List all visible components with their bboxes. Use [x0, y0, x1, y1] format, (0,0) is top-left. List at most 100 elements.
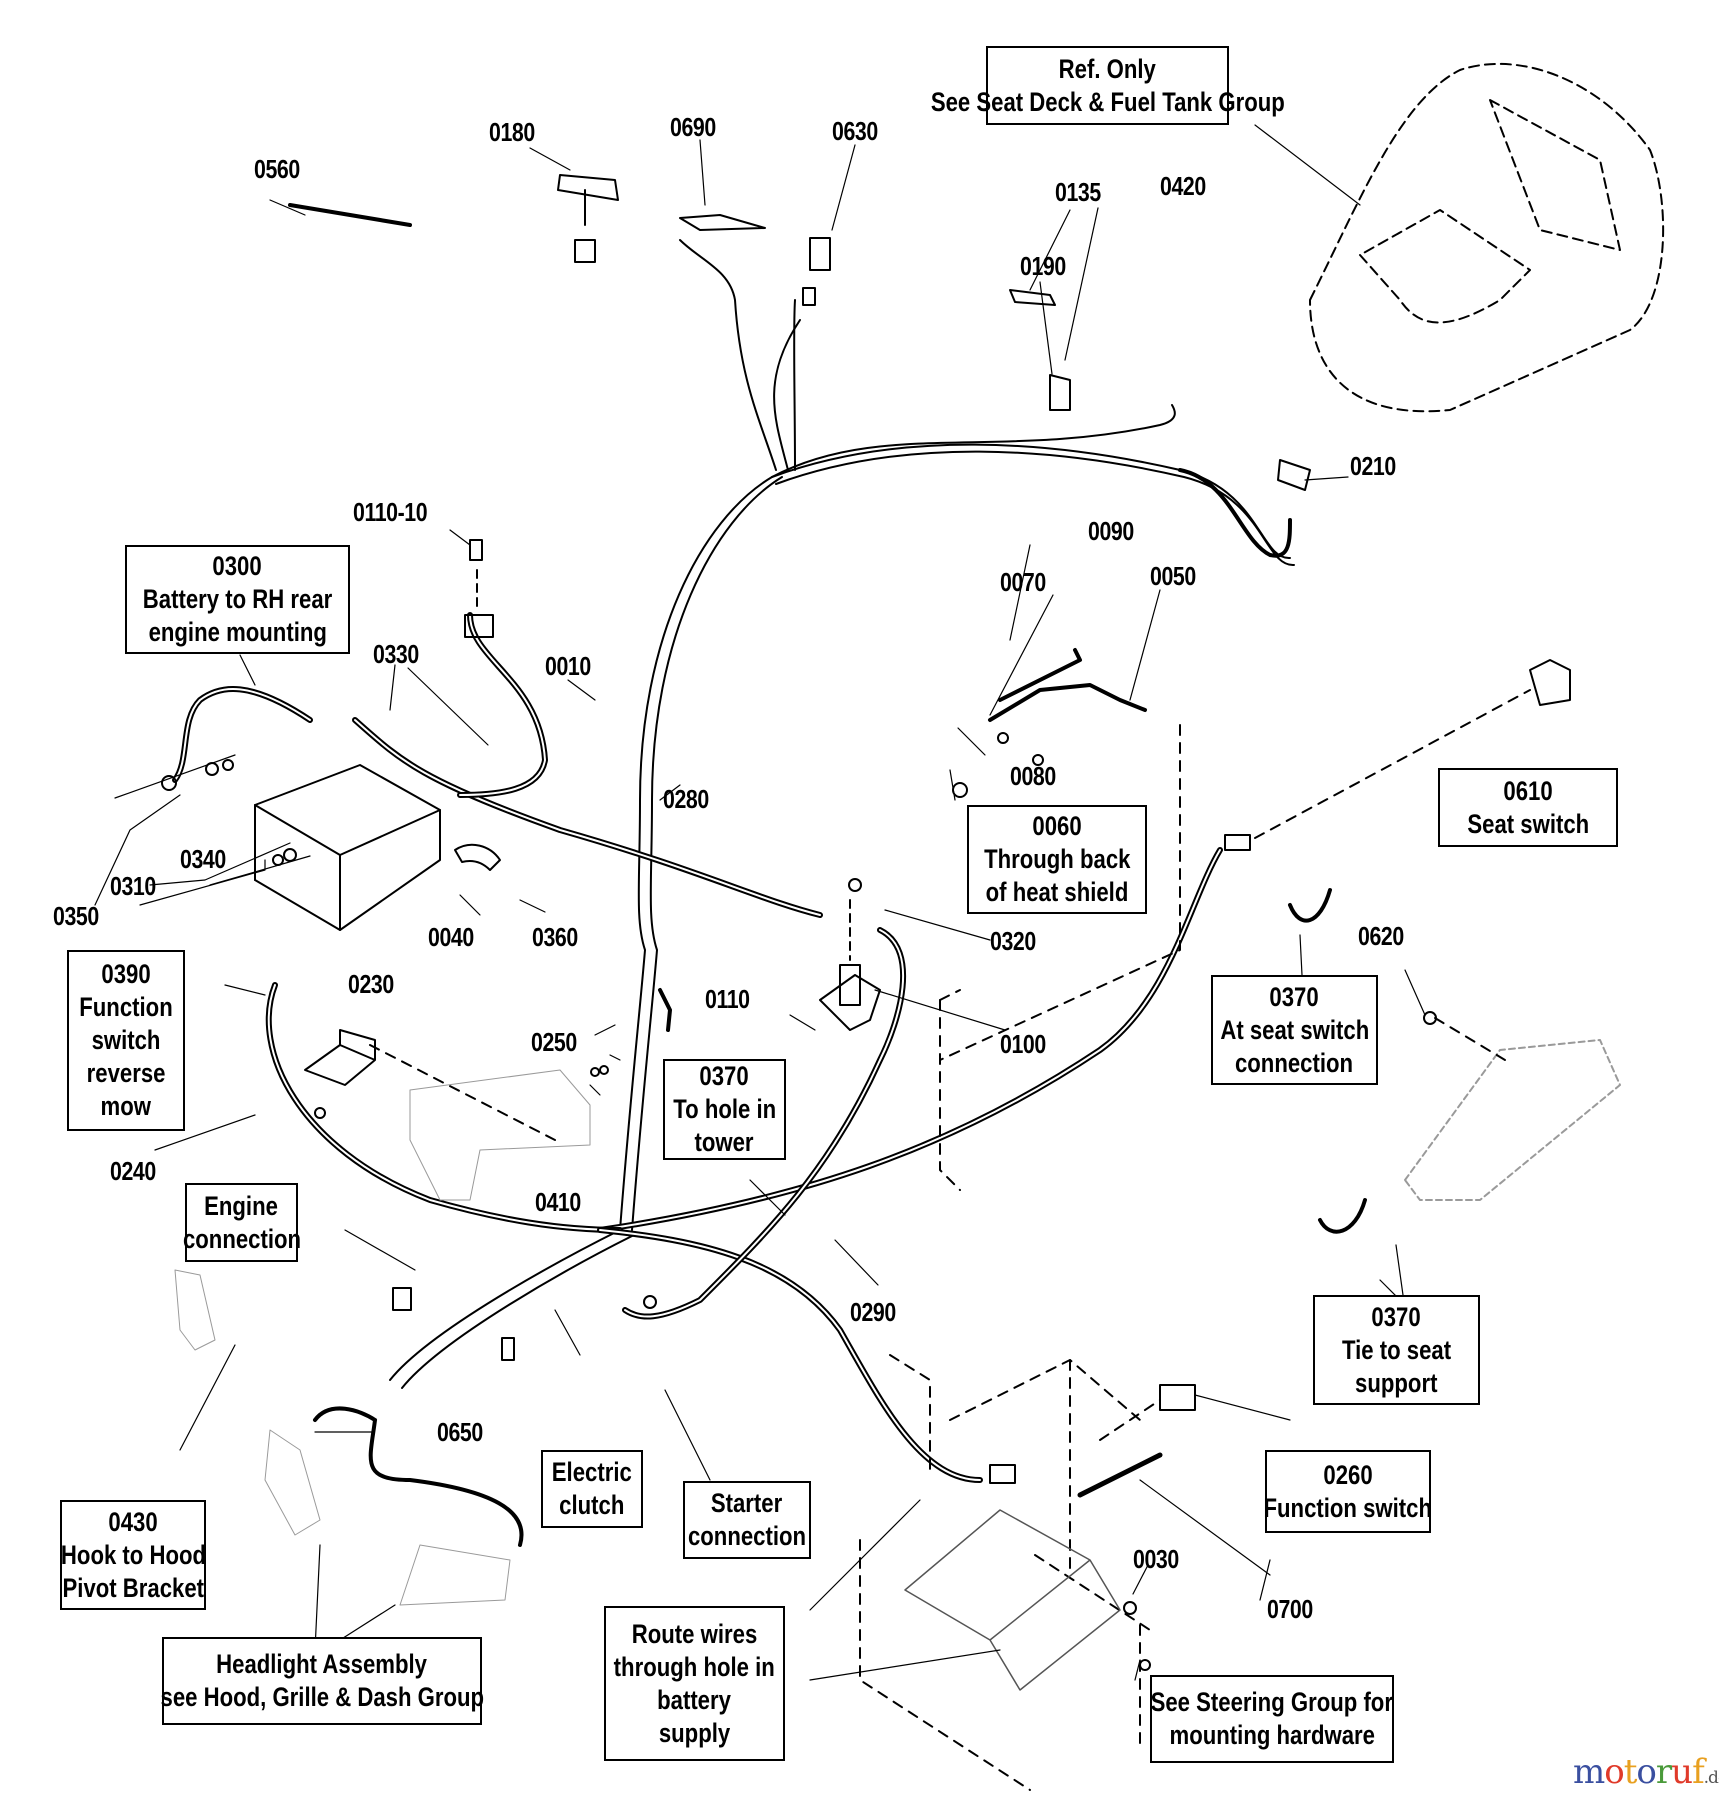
- callout-ref-only: Ref. Only See Seat Deck & Fuel Tank Grou…: [931, 46, 1284, 125]
- callout-line: Battery to RH rear: [142, 584, 333, 614]
- callout-line: 0300: [212, 551, 263, 581]
- headlight-ghost: [264, 1429, 511, 1606]
- part-0560-trim: [288, 203, 412, 227]
- callout-line: of heat shield: [985, 877, 1129, 907]
- part-label-0250: 0250: [531, 1027, 577, 1057]
- callout-line: mounting hardware: [1169, 1720, 1375, 1750]
- callout-line: Tie to seat: [1341, 1334, 1452, 1365]
- part-label-0280: 0280: [663, 784, 709, 814]
- callout-0300: 0300 Battery to RH rear engine mounting: [125, 545, 350, 654]
- callout-line: Engine: [204, 1190, 279, 1221]
- callout-0390: 0390 Function switch reverse mow: [67, 950, 185, 1131]
- part-label-0290: 0290: [850, 1297, 896, 1327]
- callout-0060: 0060 Through back of heat shield: [967, 805, 1147, 914]
- watermark-letter: u: [1671, 1752, 1693, 1792]
- callout-line: See Steering Group for: [1150, 1687, 1394, 1717]
- callout-line: reverse: [86, 1058, 166, 1088]
- part-label-0080: 0080: [1010, 761, 1056, 791]
- callout-line: Seat switch: [1467, 808, 1589, 839]
- part-label-0040: 0040: [428, 922, 474, 952]
- part-0135-cap: [1009, 289, 1056, 306]
- callout-line: 0610: [1503, 775, 1553, 806]
- part-label-0180: 0180: [489, 117, 535, 147]
- callout-starter-connection: Starter connection: [683, 1481, 811, 1559]
- callout-line: Route wires: [631, 1618, 758, 1649]
- hood-pivot-ghost: [174, 1269, 216, 1351]
- part-label-0340: 0340: [180, 844, 226, 874]
- callout-line: through hole in: [613, 1651, 776, 1682]
- callout-line: tower: [694, 1127, 755, 1157]
- part-label-0010: 0010: [545, 651, 591, 681]
- callout-line: connection: [687, 1521, 807, 1551]
- callout-line: Starter: [711, 1488, 783, 1518]
- battery-support-bracket: [904, 1509, 1121, 1691]
- callout-line: To hole in: [673, 1094, 776, 1124]
- callout-line: support: [1355, 1367, 1438, 1398]
- callout-engine-connection: Engine connection: [182, 1183, 301, 1262]
- bracket-0230: [304, 1029, 376, 1086]
- watermark-letter: r: [1655, 1752, 1672, 1792]
- callout-line: Function switch: [1263, 1492, 1433, 1523]
- callout-0370-tower: 0370 To hole in tower: [663, 1059, 786, 1160]
- callout-line: supply: [658, 1717, 731, 1748]
- part-label-0360: 0360: [532, 922, 578, 952]
- part-label-0310: 0310: [110, 871, 156, 901]
- callout-line: 0370: [699, 1061, 750, 1091]
- seat-switch-0610: [1529, 659, 1571, 706]
- part-label-0190: 0190: [1020, 251, 1066, 281]
- part-label-0230: 0230: [348, 969, 394, 999]
- part-0190-switch: [1049, 374, 1071, 411]
- callout-line: clutch: [559, 1490, 625, 1520]
- part-label-0410: 0410: [535, 1187, 581, 1217]
- callout-line: Hook to Hood: [60, 1539, 206, 1570]
- callout-line: mow: [100, 1091, 152, 1121]
- solenoid-0100: [819, 899, 881, 1031]
- callout-headlight-assembly: Headlight Assembly see Hood, Grille & Da…: [160, 1637, 484, 1725]
- watermark-logo: motoruf.de: [1573, 1752, 1719, 1792]
- callout-line: switch: [91, 1025, 161, 1055]
- callout-line: Electric: [551, 1457, 633, 1487]
- callout-route-wires: Route wires through hole in battery supp…: [604, 1606, 785, 1761]
- callout-line: 0430: [108, 1506, 158, 1537]
- callout-line: engine mounting: [148, 617, 327, 647]
- mount-ghost: [409, 1069, 591, 1201]
- callout-0430-hook: 0430 Hook to Hood Pivot Bracket: [60, 1500, 206, 1610]
- callout-line: see Hood, Grille & Dash Group: [160, 1682, 484, 1712]
- callout-0370-seat-switch: 0370 At seat switch connection: [1211, 975, 1378, 1085]
- part-0180-key: [557, 174, 619, 263]
- battery-support-outline: [859, 724, 1181, 1791]
- callout-line: 0390: [101, 959, 151, 989]
- battery-cable-0300: [172, 685, 313, 783]
- part-label-0110-10: 0110-10: [353, 497, 428, 527]
- part-label-0090: 0090: [1088, 516, 1134, 546]
- watermark-letter: o: [1636, 1752, 1657, 1792]
- tie-strap-0370-tower: [658, 988, 672, 1032]
- callout-line: 0260: [1323, 1459, 1373, 1490]
- callout-line: At seat switch: [1220, 1014, 1369, 1045]
- callout-0610-seat-switch: 0610 Seat switch: [1438, 768, 1618, 847]
- callout-line: Through back: [983, 844, 1131, 874]
- part-label-0690: 0690: [670, 112, 716, 142]
- hardware-parts: [161, 732, 1437, 1671]
- part-label-0110: 0110: [705, 984, 750, 1014]
- callout-line: 0370: [1371, 1301, 1422, 1332]
- rod-0050: [988, 648, 1147, 722]
- callout-line: 0370: [1269, 981, 1320, 1012]
- part-label-0350: 0350: [53, 901, 99, 931]
- callout-line: Function: [79, 992, 173, 1022]
- part-label-0650: 0650: [437, 1417, 483, 1447]
- watermark-suffix: .de: [1703, 1768, 1719, 1788]
- callout-line: Pivot Bracket: [62, 1572, 204, 1603]
- callout-0260-function-switch: 0260 Function switch: [1263, 1450, 1433, 1533]
- boot-0360: [454, 843, 501, 871]
- part-0690-cap: [679, 214, 766, 231]
- part-0210-switch: [1277, 459, 1311, 491]
- part-label-0050: 0050: [1150, 561, 1196, 591]
- tie-strap-0370-seat: [1288, 888, 1332, 923]
- part-label-0240: 0240: [110, 1156, 156, 1186]
- tie-strap-0370-tie: [1318, 1198, 1367, 1234]
- callout-steering-group: See Steering Group for mounting hardware: [1150, 1675, 1394, 1763]
- callout-line: battery: [657, 1684, 732, 1715]
- part-label-0100: 0100: [1000, 1029, 1046, 1059]
- watermark-letter: m: [1573, 1752, 1605, 1792]
